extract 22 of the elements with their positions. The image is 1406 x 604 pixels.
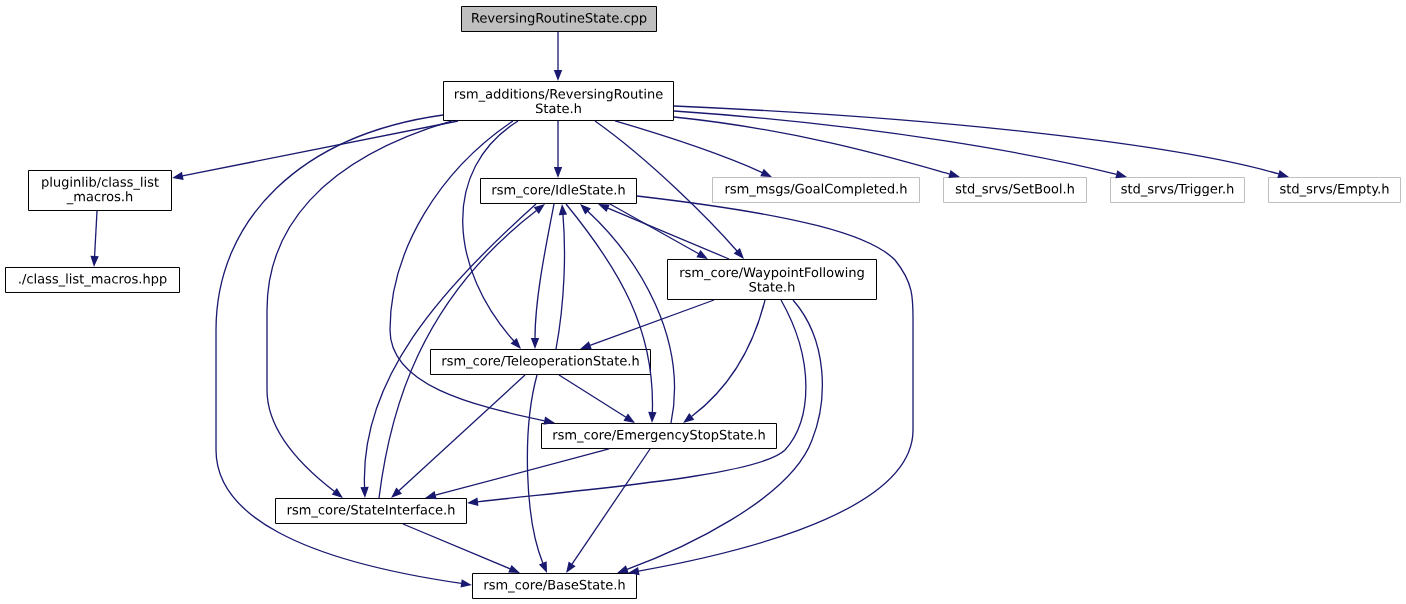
file-box: rsm_core/WaypointFollowing State.h	[667, 259, 877, 300]
file-box: std_srvs/Empty.h	[1268, 177, 1401, 203]
arrow	[580, 204, 675, 424]
arrow	[266, 120, 453, 498]
arrow	[683, 299, 766, 423]
file-box: rsm_msgs/GoalCompleted.h	[712, 177, 920, 203]
file-box: rsm_core/EmergencyStopState.h	[541, 423, 777, 449]
file-box: std_srvs/SetBool.h	[943, 177, 1087, 203]
arrow	[594, 120, 744, 259]
file-box: ./class_list_macros.hpp	[5, 267, 180, 293]
file-box: rsm_core/IdleState.h	[480, 178, 637, 204]
arrow	[462, 120, 521, 349]
file-box: rsm_core/StateInterface.h	[275, 498, 467, 524]
file-box: rsm_core/TeleoperationState.h	[430, 349, 651, 375]
arrow	[558, 374, 635, 423]
file-box: std_srvs/Trigger.h	[1110, 177, 1245, 203]
arrow	[391, 374, 526, 498]
arrow	[566, 448, 651, 573]
source-file-box: ReversingRoutineState.cpp	[461, 6, 657, 32]
file-box: rsm_additions/ReversingRoutine State.h	[443, 81, 674, 121]
file-box: rsm_core/BaseState.h	[472, 573, 637, 599]
file-box: pluginlib/class_list _macros.h	[28, 170, 172, 211]
